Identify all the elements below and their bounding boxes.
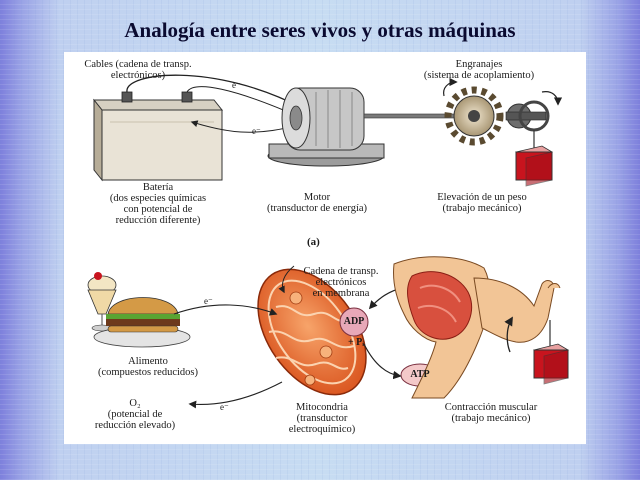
atp-label: ATP bbox=[410, 369, 430, 380]
engranajes-label: Engranajes (sistema de acoplamiento) bbox=[423, 59, 535, 81]
wire-top bbox=[126, 74, 303, 109]
contraccion-label: Contracción muscular (trabajo mecánico) bbox=[444, 402, 538, 424]
electron-label-top-1: e⁻ bbox=[232, 80, 241, 90]
figure-label-a: (a) bbox=[307, 236, 320, 248]
mitocondria-label: Mitocondria (transductor electroquímico) bbox=[288, 402, 356, 435]
adp-badge bbox=[339, 307, 369, 337]
cables-label: Cables (cadena de transp. electrónicos) bbox=[84, 59, 192, 81]
muscle-arm-illustration bbox=[393, 256, 561, 399]
atp-synthesis-arrow bbox=[363, 343, 402, 380]
motor-label: Motor (transductor de energía) bbox=[266, 192, 368, 214]
page-title: Analogía entre seres vivos y otras máqui… bbox=[124, 18, 516, 42]
electron-label-top-2: e⁻ bbox=[252, 126, 261, 136]
weight-illustration bbox=[514, 145, 554, 187]
oxygen-electron-arrow bbox=[188, 381, 283, 409]
bateria-label: Batería (dos especies químicas con poten… bbox=[109, 182, 207, 226]
electron-label-bottom-2: e⁻ bbox=[220, 402, 229, 412]
elevacion-label: Elevación de un peso (trabajo mecánico) bbox=[437, 192, 527, 214]
figure-illustration bbox=[87, 74, 570, 409]
dessert-illustration bbox=[87, 272, 117, 332]
adp-label: ADP bbox=[343, 316, 365, 327]
rotation-arrow-2 bbox=[541, 91, 563, 106]
food-electron-arrow bbox=[173, 304, 278, 316]
rotation-arrow-1 bbox=[443, 77, 458, 97]
motor-illustration bbox=[267, 87, 495, 167]
electron-label-bottom-1: e⁻ bbox=[204, 296, 213, 306]
lift-arrow bbox=[504, 316, 513, 353]
battery-illustration bbox=[92, 91, 224, 182]
figure-panel: Cables (cadena de transp. electrónicos) … bbox=[64, 52, 586, 444]
burger-illustration bbox=[93, 297, 191, 348]
chain-pointer-arrow bbox=[278, 265, 295, 294]
cadena-label: Cadena de transp. electrónicos en membra… bbox=[303, 266, 379, 299]
pi-label: + Pᵢ bbox=[347, 337, 365, 348]
gears-illustration bbox=[444, 86, 550, 146]
wire-arrow-1 bbox=[186, 86, 304, 119]
arm-weight-illustration bbox=[532, 343, 570, 385]
mitochondrion-illustration bbox=[257, 268, 367, 396]
o2-label: O₂ (potencial de reducción elevado) bbox=[94, 398, 176, 431]
alimento-label: Alimento (compuestos reducidos) bbox=[97, 356, 199, 378]
